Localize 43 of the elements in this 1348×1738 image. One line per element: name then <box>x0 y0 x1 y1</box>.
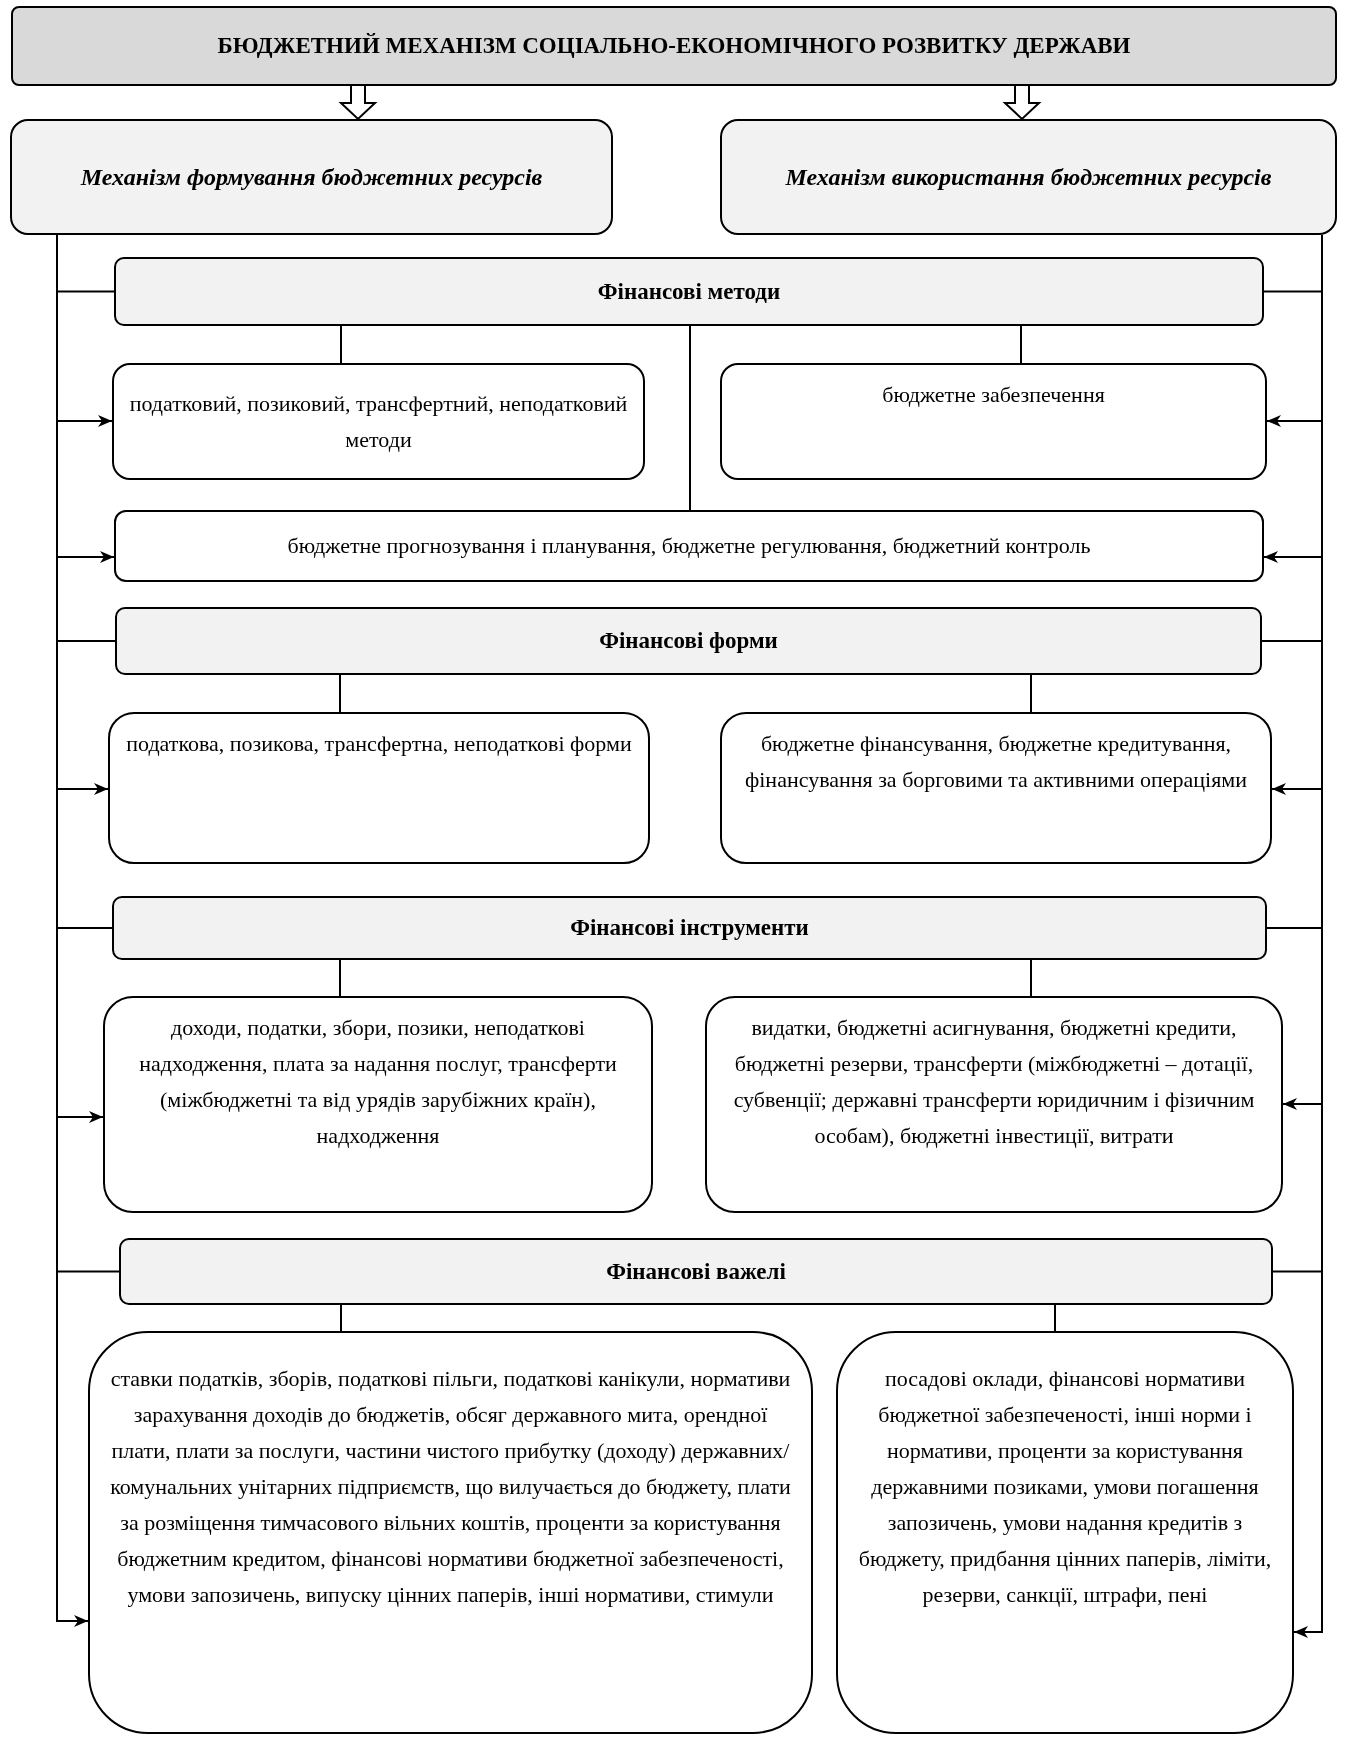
connector-line <box>1030 674 1032 713</box>
heading-box <box>112 896 1267 960</box>
text-box <box>705 996 1283 1213</box>
text-box <box>114 510 1264 582</box>
node-text: Механізм використання бюджетних ресурсів <box>785 163 1272 192</box>
node-text: бюджетне фінансування, бюджетне кредитування, фінансування за борговими та активними операціями <box>744 730 1248 794</box>
node-text: ставки податків, зборів, податкові пільги, податкові канікули, нормативи зарахування доходів до бюджетів, обсяг державного мита, орендної плати, плати за послуги, частини чистого прибутку (доходу) державних/ комунальних унітарних підприємств, що вилучається до бюджету, плати за розміщення тимчасового вільних коштів, проценти за користування бюджетним кредитом, фінансові нормативи бюджетної забезпеченості, умови запозичень, випуску цінних паперів, інші нормативи, стимули <box>109 1365 792 1609</box>
title-box <box>11 6 1337 86</box>
mechanism-box <box>720 119 1337 235</box>
node-text: податкова, позикова, трансфертна, неподаткові форми <box>126 730 632 758</box>
node-text: бюджетне забезпечення <box>882 381 1105 409</box>
node-text: податковий, позиковий, трансфертний, неподатковий методи <box>128 389 629 454</box>
node-text: бюджетне прогнозування і планування, бюджетне регулювання, бюджетний контроль <box>287 532 1091 560</box>
node-text: Фінансові важелі <box>606 1257 786 1286</box>
connector-line <box>340 1304 342 1332</box>
connector-line <box>689 325 691 511</box>
connector-line <box>1020 325 1022 364</box>
node-text: видатки, бюджетні асигнування, бюджетні кредити, бюджетні резерви, трансферти (міжбюджетні – дотації, субвенції; державні трансферти юридичним і фізичним особам), бюджетні інвестиції, витрати <box>732 1014 1256 1150</box>
block-arrow <box>1002 85 1042 121</box>
text-box <box>103 996 653 1213</box>
connector-line <box>339 674 341 713</box>
text-box <box>112 363 645 480</box>
block-arrow <box>338 85 378 121</box>
heading-box <box>115 607 1262 675</box>
node-text: доходи, податки, збори, позики, неподаткові надходження, плата за надання послуг, трансферти (міжбюджетні та від урядів зарубіжних країн), надходження <box>138 1014 618 1150</box>
node-text: Фінансові інструменти <box>570 914 809 942</box>
node-text: Фінансові форми <box>599 627 778 655</box>
heading-box <box>119 1238 1273 1305</box>
node-text: БЮДЖЕТНИЙ МЕХАНІЗМ СОЦІАЛЬНО-ЕКОНОМІЧНОГО РОЗВИТКУ ДЕРЖАВИ <box>217 32 1131 60</box>
node-text: посадові оклади, фінансові нормативи бюджетної забезпеченості, інші норми і нормативи, проценти за користування державними позиками, умови погашення запозичень, умови надання кредитів з бюджету, придбання цінних паперів, ліміти, резерви, санкції, штрафи, пені <box>857 1365 1273 1609</box>
connector-line <box>340 325 342 364</box>
connector-line <box>339 959 341 997</box>
text-box <box>720 363 1267 480</box>
text-box <box>720 712 1272 864</box>
node-text: Фінансові методи <box>597 277 781 306</box>
heading-box <box>114 257 1264 326</box>
text-box <box>108 712 650 864</box>
text-box <box>836 1331 1294 1734</box>
connector-line <box>1054 1304 1056 1332</box>
node-text: Механізм формування бюджетних ресурсів <box>80 163 543 192</box>
text-box <box>88 1331 813 1734</box>
mechanism-box <box>10 119 613 235</box>
connector-line <box>1030 959 1032 997</box>
